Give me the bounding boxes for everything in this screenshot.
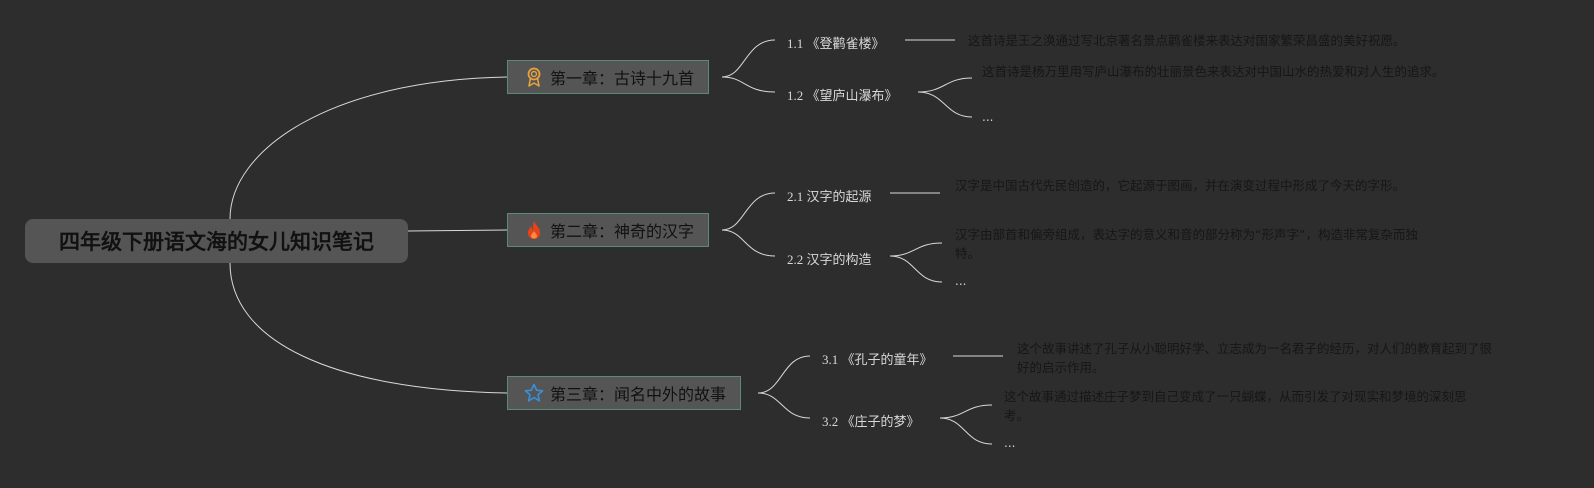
subtopic-2-2[interactable]: 2.2 汉字的构造	[787, 252, 872, 267]
subtopic-2-1[interactable]: 2.1 汉字的起源	[787, 189, 872, 204]
link-ch2-sub1	[721, 192, 776, 231]
note-ellipsis[interactable]: ...	[1004, 436, 1016, 450]
subtopic-3-1[interactable]: 3.1 《孔子的童年》	[822, 352, 933, 367]
link-root-ch1	[229, 76, 508, 220]
link-sub22-note1	[889, 242, 943, 257]
link-sub32-note2	[939, 417, 993, 445]
note-1-1[interactable]: 这首诗是王之涣通过写北京著名景点鹳雀楼来表达对国家繁荣昌盛的美好祝愿。	[968, 33, 1406, 48]
link-sub12-note2	[917, 91, 973, 118]
note-2-2[interactable]: 汉字由部首和偏旁组成，表达字的意义和音的部分称为“形声字”，构造非常复杂而独特。	[955, 227, 1418, 261]
note-1-2[interactable]: 这首诗是杨万里用写庐山瀑布的壮丽景色来表达对中国山水的热爱和对人生的追求。	[982, 64, 1445, 79]
subtopic-3-2[interactable]: 3.2 《庄子的梦》	[822, 414, 920, 429]
chapter-node-3[interactable]: 第三章：闻名中外的故事	[507, 376, 742, 410]
link-ch1-sub1	[721, 39, 776, 78]
note-2-1[interactable]: 汉字是中国古代先民创造的，它起源于图画，并在演变过程中形成了今天的字形。	[955, 178, 1406, 193]
link-sub32-note1	[939, 404, 993, 419]
link-ch1-sub2	[721, 76, 776, 93]
award-ribbon-icon	[524, 67, 544, 87]
subtopic-1-2[interactable]: 1.2 《望庐山瀑布》	[787, 88, 898, 103]
link-sub12-note1	[917, 77, 973, 93]
chapter-node-2[interactable]: 第二章：神奇的汉字	[507, 213, 710, 247]
link-ch2-sub2	[721, 229, 776, 257]
chapter-label: 第二章：神奇的汉字	[550, 222, 695, 241]
root-topic-label: 四年级下册语文海的女儿知识笔记	[59, 230, 374, 254]
link-sub22-note2	[889, 255, 943, 283]
note-3-1[interactable]: 这个故事讲述了孔子从小聪明好学、立志成为一名君子的经历，对人们的教育起到了很好的…	[1017, 341, 1493, 375]
star-icon	[524, 383, 544, 403]
link-ch3-sub2	[757, 392, 811, 419]
link-root-ch3	[229, 262, 508, 394]
chapter-label: 第一章：古诗十九首	[550, 69, 695, 88]
note-ellipsis[interactable]: ...	[955, 274, 967, 288]
subtopic-1-1[interactable]: 1.1 《登鹳雀楼》	[787, 36, 885, 51]
chapter-label: 第三章：闻名中外的故事	[550, 385, 727, 404]
root-topic[interactable]: 四年级下册语文海的女儿知识笔记	[25, 219, 408, 263]
link-ch3-sub1	[757, 355, 811, 394]
link-root-ch2	[407, 229, 508, 232]
note-3-2[interactable]: 这个故事通过描述庄子梦到自己变成了一只蝴蝶，从而引发了对现实和梦境的深刻思考。	[1004, 389, 1467, 423]
chapter-node-1[interactable]: 第一章：古诗十九首	[507, 60, 710, 94]
fire-icon	[524, 220, 544, 240]
note-ellipsis[interactable]: ...	[982, 110, 994, 124]
